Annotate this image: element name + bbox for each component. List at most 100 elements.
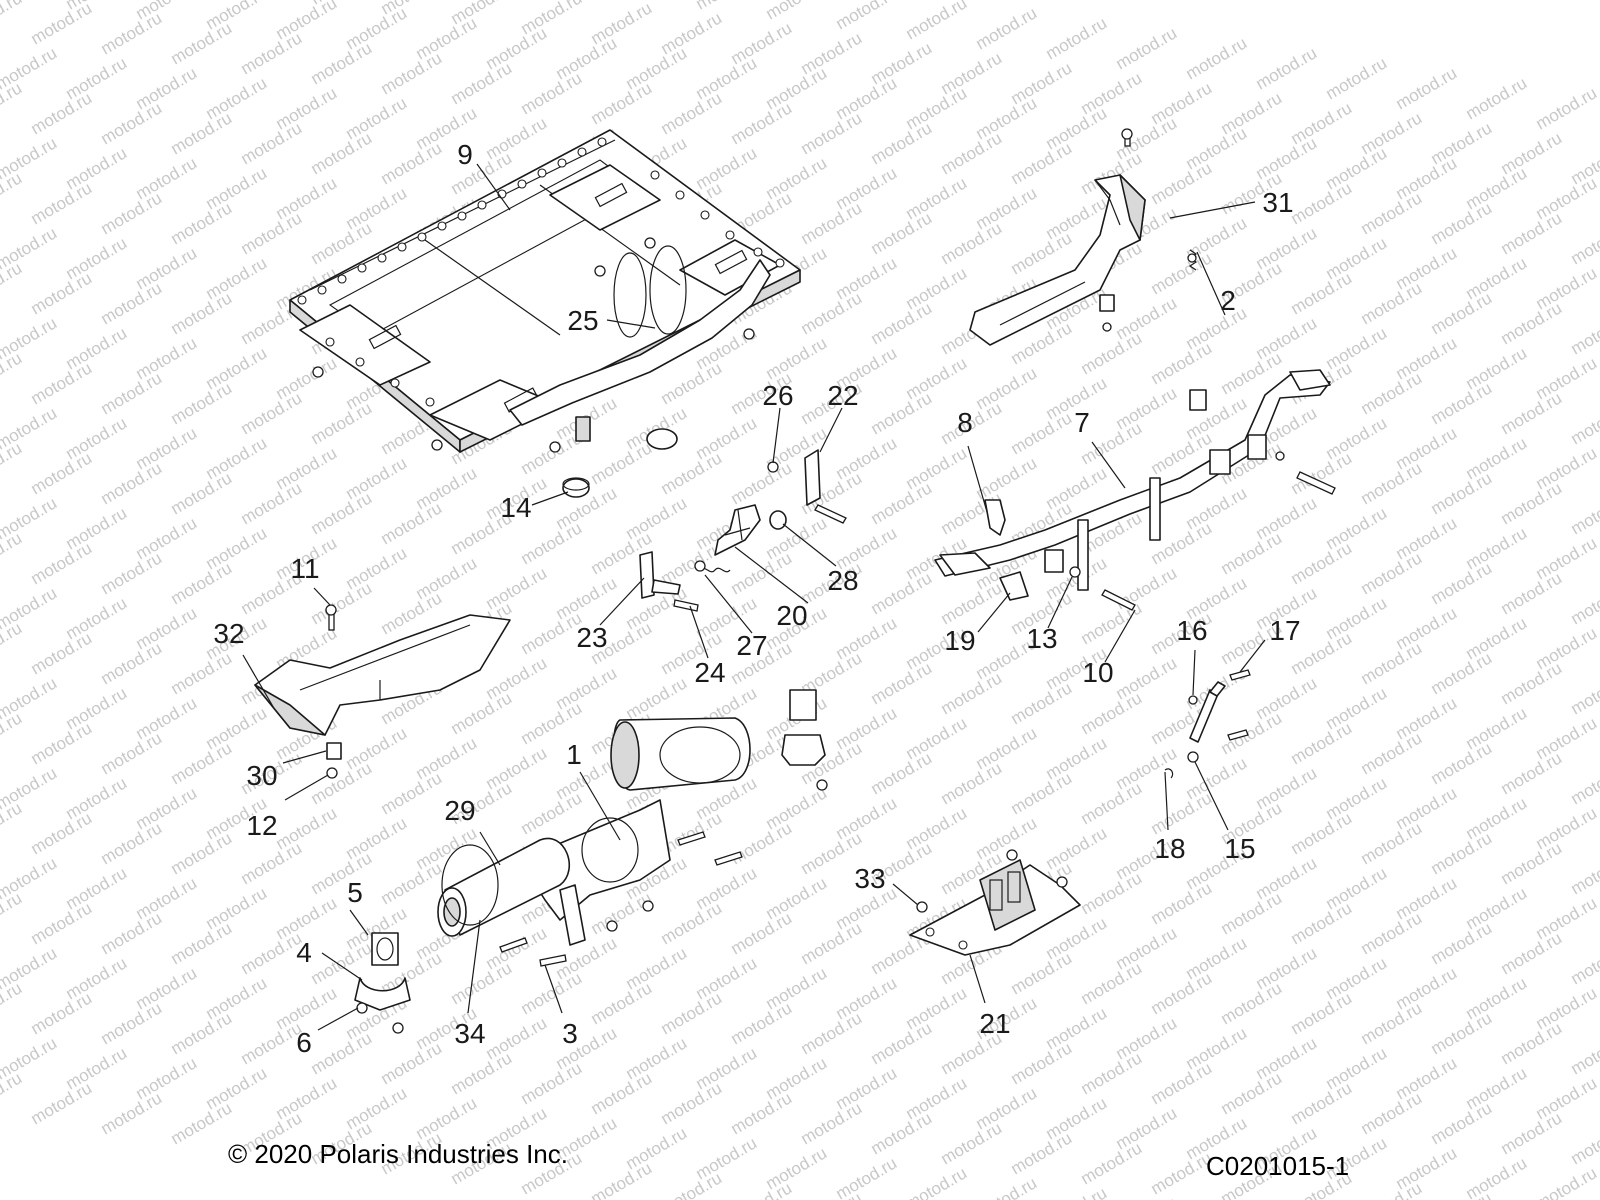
part-9-cargo-frame [289, 129, 801, 453]
watermark-text: motod.ru [798, 1188, 866, 1200]
part-7-crossbar [934, 369, 1336, 591]
callout-labels: 9 31 2 25 26 22 8 7 14 28 20 27 23 24 19… [213, 139, 1300, 1058]
watermark-text: motod.ru [1393, 63, 1461, 113]
watermark-text: motod.ru [308, 128, 376, 178]
watermark-text: motod.ru [378, 768, 446, 818]
callout-33: 33 [854, 863, 885, 894]
watermark-text: motod.ru [28, 268, 96, 318]
watermark-text: motod.ru [868, 1108, 936, 1158]
watermark-text: motod.ru [1288, 1078, 1356, 1128]
watermark-text: motod.ru [798, 918, 866, 968]
watermark-text: motod.ru [728, 1178, 796, 1200]
watermark-text: motod.ru [98, 908, 166, 958]
watermark-text: motod.ru [0, 978, 25, 1028]
watermark-text: motod.ru [238, 1018, 306, 1068]
watermark-text: motod.ru [798, 108, 866, 158]
watermark-text: motod.ru [1463, 1153, 1531, 1200]
watermark-text: motod.ru [98, 8, 166, 58]
callout-29: 29 [444, 795, 475, 826]
watermark-text: motod.ru [28, 178, 96, 228]
watermark-text: motod.ru [868, 388, 936, 438]
watermark-text: motod.ru [518, 428, 586, 478]
watermark-text: motod.ru [1498, 568, 1566, 618]
watermark-text: motod.ru [168, 738, 236, 788]
watermark-text: motod.ru [1568, 308, 1600, 358]
watermark-text: motod.ru [28, 898, 96, 948]
callout-9: 9 [457, 139, 473, 170]
watermark-text: motod.ru [1533, 83, 1600, 133]
watermark-text: motod.ru [1428, 558, 1496, 608]
watermark-text: motod.ru [1428, 1188, 1496, 1200]
watermark-text: motod.ru [1428, 1098, 1496, 1148]
watermark-text: motod.ru [1078, 868, 1146, 918]
watermark-text: motod.ru [658, 538, 726, 588]
part-3-bolt [499, 831, 743, 967]
watermark-text: motod.ru [0, 168, 25, 218]
watermark-text: motod.ru [378, 1038, 446, 1088]
watermark-text: motod.ru [693, 0, 761, 13]
leader-lines [242, 163, 1266, 1031]
watermark-text: motod.ru [1498, 748, 1566, 798]
watermark-text: motod.ru [868, 298, 936, 348]
watermark-text: motod.ru [728, 908, 796, 958]
watermark-text: motod.ru [728, 818, 796, 868]
part-15-gas-strut [1187, 681, 1226, 763]
watermark-text: motod.ru [0, 78, 25, 128]
watermark-text: motod.ru [658, 1078, 726, 1128]
watermark-text: motod.ru [1008, 228, 1076, 278]
watermark-text: motod.ru [98, 548, 166, 598]
watermark-text: motod.ru [518, 1058, 586, 1108]
part-33-screw [916, 849, 1068, 913]
watermark-text: motod.ru [1498, 1108, 1566, 1158]
watermark-text: motod.ru [728, 548, 796, 598]
watermark-text: motod.ru [28, 1078, 96, 1128]
watermark-text: motod.ru [98, 278, 166, 328]
watermark-text: motod.ru [1568, 848, 1600, 898]
watermark-text: motod.ru [868, 1018, 936, 1068]
watermark-text: motod.ru [1043, 13, 1111, 63]
watermark-text: motod.ru [1148, 1058, 1216, 1108]
watermark-text: motod.ru [1358, 548, 1426, 598]
watermark-text: motod.ru [1428, 1008, 1496, 1058]
watermark-text: motod.ru [238, 208, 306, 258]
part-22-bracket [804, 449, 847, 524]
watermark-text: motod.ru [938, 1118, 1006, 1168]
watermark-text: motod.ru [1568, 488, 1600, 538]
watermark-text: motod.ru [308, 578, 376, 628]
watermark-text: motod.ru [1428, 378, 1496, 428]
part-12-nut [326, 767, 338, 779]
watermark-text: motod.ru [1253, 43, 1321, 93]
watermark-text: motod.ru [1078, 1138, 1146, 1188]
watermark-text: motod.ru [28, 718, 96, 768]
callout-28: 28 [827, 565, 858, 596]
watermark-text: motod.ru [28, 358, 96, 408]
callout-22: 22 [827, 380, 858, 411]
watermark-text: motod.ru [1008, 408, 1076, 458]
callout-6: 6 [296, 1027, 312, 1058]
watermark-text: motod.ru [1463, 73, 1531, 123]
watermark-text: motod.ru [0, 888, 25, 938]
watermark-text: motod.ru [28, 448, 96, 498]
part-19-clamp [999, 549, 1064, 601]
watermark-text: motod.ru [98, 998, 166, 1048]
watermark-text: motod.ru [378, 138, 446, 188]
part-24-bolt [673, 599, 699, 612]
watermark-text: motod.ru [308, 38, 376, 88]
watermark-text: motod.ru [1008, 1038, 1076, 1088]
watermark-text: motod.ru [658, 898, 726, 948]
watermark-text: motod.ru [1498, 658, 1566, 708]
watermark-text: motod.ru [588, 438, 656, 488]
drawing-number: C0201015-1 [1206, 1151, 1349, 1181]
watermark-text: motod.ru [623, 0, 691, 3]
part-32-heat-shield [254, 604, 511, 736]
watermark-text: motod.ru [28, 88, 96, 138]
watermark-text: motod.ru [1358, 458, 1426, 508]
watermark-text: motod.ru [28, 538, 96, 588]
watermark-text: motod.ru [1568, 758, 1600, 808]
watermark-text: motod.ru [1358, 998, 1426, 1048]
callout-10: 10 [1082, 657, 1113, 688]
watermark-text: motod.ru [0, 708, 25, 758]
watermark-text: motod.ru [1428, 468, 1496, 518]
watermark-text: motod.ru [973, 1173, 1041, 1200]
watermark-text: motod.ru [1148, 158, 1216, 208]
